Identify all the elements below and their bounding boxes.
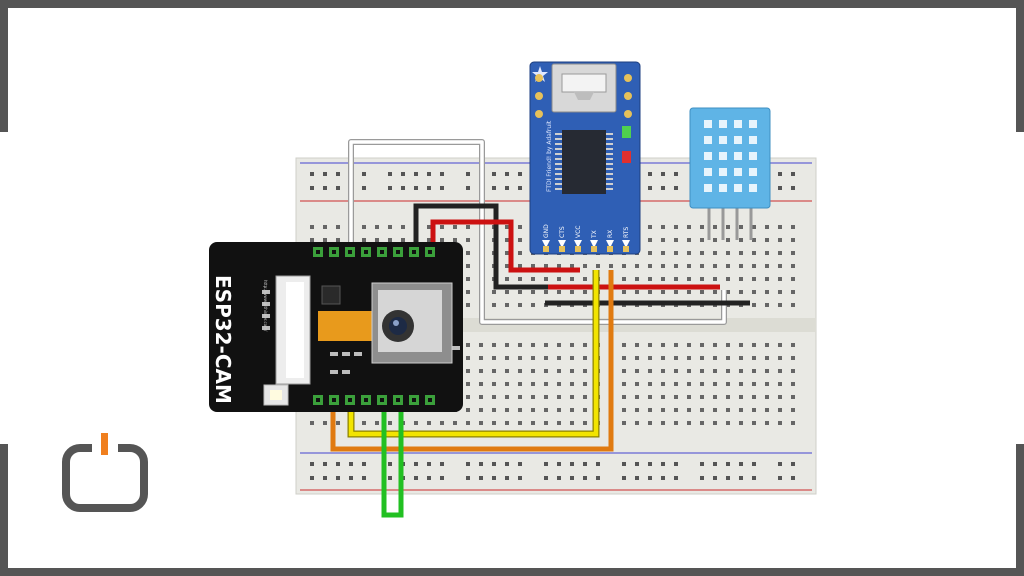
ftdi-pin-label: RX	[607, 230, 614, 238]
wire-white-top	[348, 139, 727, 325]
wire-green	[381, 400, 404, 518]
ftdi-chip-legs	[555, 133, 613, 190]
brand-logo-icon	[62, 433, 148, 512]
ftdi-pin-arrow	[622, 240, 630, 248]
esp32-cam-url: http://www.aithinker.com/	[263, 280, 268, 332]
ftdi-pin-arrows	[542, 240, 630, 252]
dht-grille	[704, 120, 757, 192]
ftdi-pin-label: CTS	[559, 226, 566, 238]
ftdi-board: FTDI Friend! by Adafruit GND CTS VCC TX RX RT…	[529, 61, 641, 255]
esp32-cam-label: ESP32-CAM	[211, 275, 235, 404]
ftdi-pin-labels: GND CTS VCC TX RX RTS	[543, 224, 630, 239]
ftdi-pin-arrow	[542, 240, 550, 248]
ftdi-vias	[535, 74, 632, 118]
dht-sensor	[689, 107, 771, 240]
ftdi-board-text: FTDI Friend! by Adafruit	[546, 120, 553, 192]
wire-red	[430, 219, 720, 290]
ftdi-pin-pad	[607, 246, 613, 252]
ftdi-pin-pad	[623, 246, 629, 252]
wire-orange	[330, 270, 614, 452]
wire-black	[413, 203, 580, 290]
ftdi-pin-label: RTS	[623, 227, 630, 238]
ftdi-pin-pad	[575, 246, 581, 252]
ftdi-pin-pad	[559, 246, 565, 252]
ftdi-pin-pad	[543, 246, 549, 252]
wire-yellow	[347, 270, 600, 438]
ftdi-pin-label: VCC	[575, 226, 582, 238]
esp-chip	[321, 285, 341, 305]
esp-header-pins	[313, 247, 435, 405]
ftdi-pin-arrow	[574, 240, 582, 248]
ftdi-pin-arrow	[590, 240, 598, 248]
ftdi-pin-arrow	[606, 240, 614, 248]
ftdi-pin-pad	[591, 246, 597, 252]
ftdi-pin-arrow	[558, 240, 566, 248]
ftdi-pin-label: TX	[591, 230, 598, 239]
esp32-cam-board: ESP32-CAM http://www.aithinker.com/	[209, 242, 463, 412]
ftdi-pin-label: GND	[543, 224, 550, 238]
esp-smd-components	[262, 284, 460, 374]
